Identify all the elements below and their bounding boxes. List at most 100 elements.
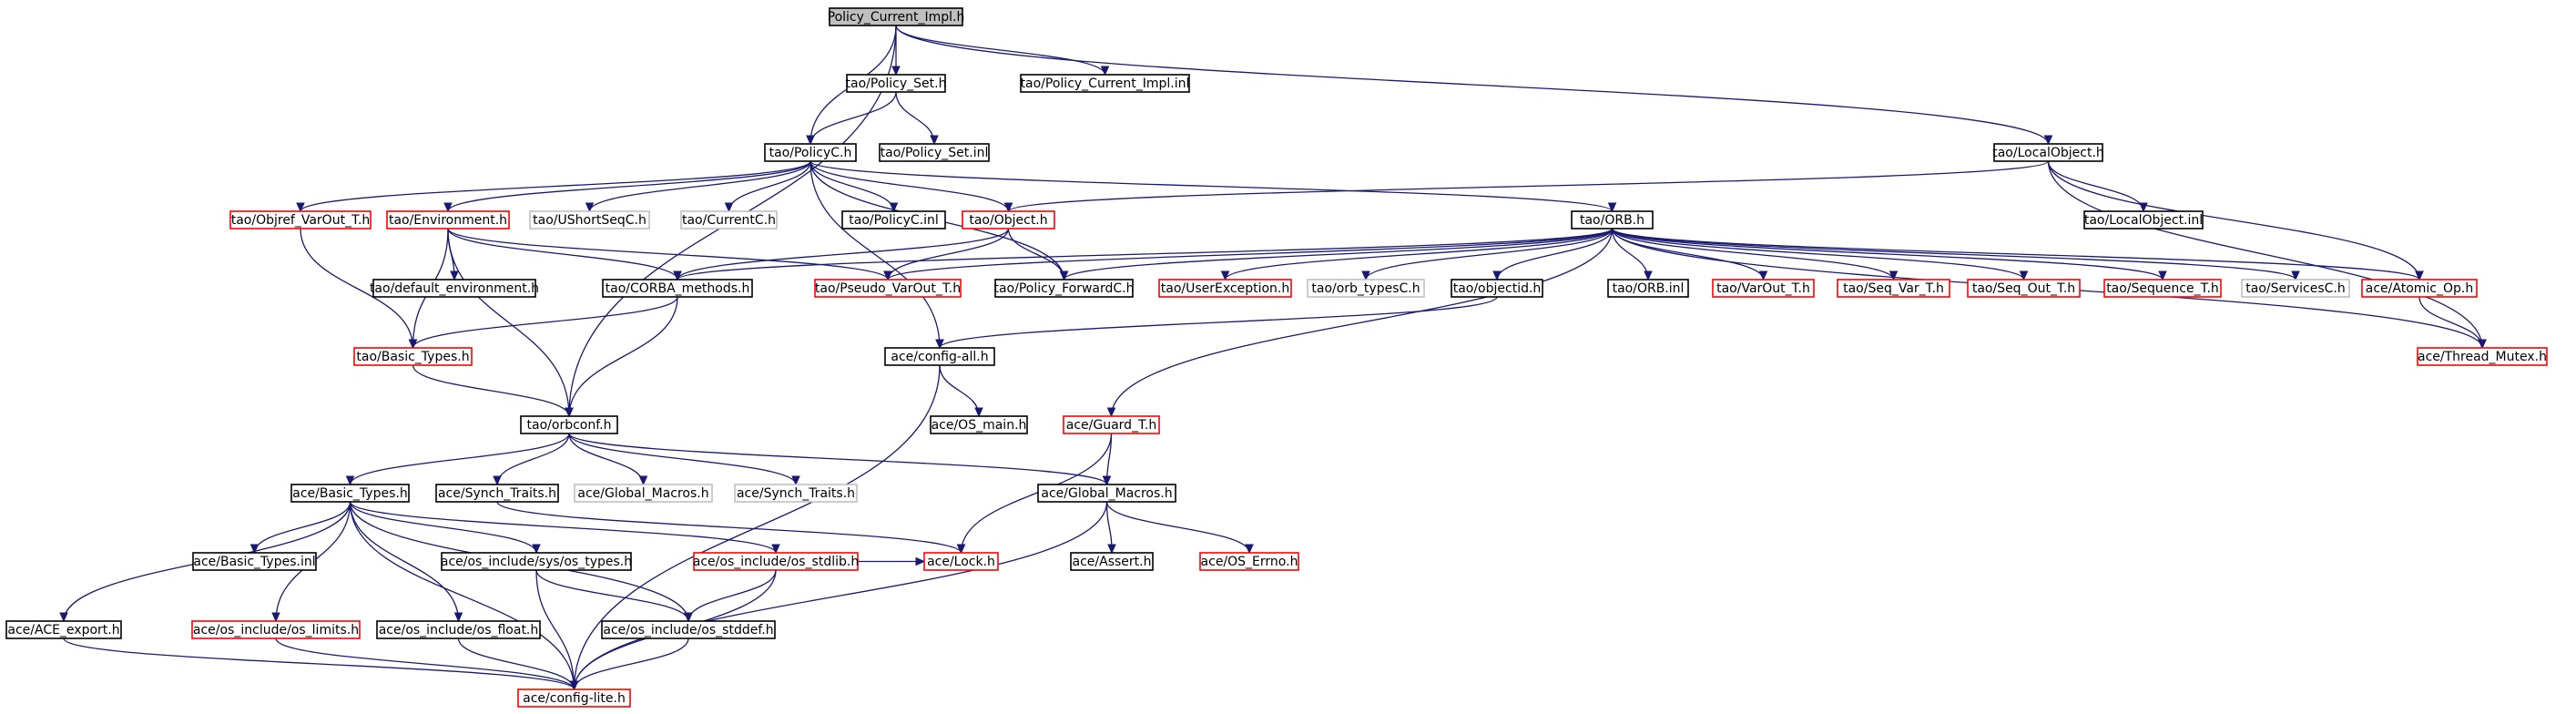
node-box[interactable] — [930, 415, 1028, 434]
node-box[interactable] — [884, 347, 995, 366]
node-box[interactable] — [191, 620, 361, 639]
node-sequence_t_h[interactable]: tao/Sequence_T.h — [2103, 279, 2222, 298]
node-box[interactable] — [2361, 279, 2478, 298]
node-lock_h[interactable]: ace/Lock.h — [923, 552, 999, 571]
node-ushortseqc_h[interactable]: tao/UShortSeqC.h — [529, 210, 650, 230]
node-box[interactable] — [353, 347, 473, 366]
node-box[interactable] — [846, 74, 946, 93]
node-box[interactable] — [994, 279, 1134, 298]
node-policy_set_inl[interactable]: tao/Policy_Set.inl — [879, 143, 990, 162]
node-os_main_h[interactable]: ace/OS_main.h — [930, 415, 1028, 434]
node-policy_current_impl_h[interactable]: Policy_Current_Impl.h — [828, 7, 965, 26]
node-box[interactable] — [693, 552, 859, 571]
node-box[interactable] — [192, 552, 317, 571]
node-tao_basic_types_h[interactable]: tao/Basic_Types.h — [353, 347, 473, 366]
node-policy_current_impl_inl[interactable]: tao/Policy_Current_Impl.inl — [1020, 74, 1190, 93]
node-policyc_inl[interactable]: tao/PolicyC.inl — [841, 210, 946, 230]
node-box[interactable] — [574, 484, 713, 503]
node-localobject_h[interactable]: tao/LocalObject.h — [1992, 143, 2104, 162]
node-box[interactable] — [1020, 74, 1190, 93]
node-box[interactable] — [1063, 415, 1160, 434]
node-box[interactable] — [1712, 279, 1815, 298]
node-box[interactable] — [1199, 552, 1299, 571]
node-box[interactable] — [520, 415, 618, 434]
node-box[interactable] — [814, 279, 962, 298]
node-box[interactable] — [1993, 143, 2103, 162]
node-box[interactable] — [1451, 279, 1543, 298]
node-userexception_h[interactable]: tao/UserException.h — [1158, 279, 1292, 298]
node-box[interactable] — [517, 688, 631, 708]
node-localobject_inl[interactable]: tao/LocalObject.inl — [2083, 210, 2204, 230]
node-box[interactable] — [841, 210, 946, 230]
node-box[interactable] — [764, 143, 857, 162]
node-currentc_h[interactable]: tao/CurrentC.h — [680, 210, 778, 230]
node-synch_traits_h_ext[interactable]: ace/Synch_Traits.h — [734, 484, 858, 503]
node-os_types_h[interactable]: ace/os_include/sys/os_types.h — [441, 552, 632, 571]
node-box[interactable] — [1070, 552, 1154, 571]
node-object_h[interactable]: tao/Object.h — [962, 210, 1055, 230]
node-ace_basic_types_h[interactable]: ace/Basic_Types.h — [290, 484, 410, 503]
node-box[interactable] — [386, 210, 510, 230]
node-box[interactable] — [376, 620, 541, 639]
node-pseudo_varout_t_h[interactable]: tao/Pseudo_VarOut_T.h — [814, 279, 962, 298]
node-box[interactable] — [1607, 279, 1689, 298]
node-box[interactable] — [5, 620, 122, 639]
node-box[interactable] — [529, 210, 650, 230]
node-os_stddef_h[interactable]: ace/os_include/os_stddef.h — [601, 620, 776, 639]
node-box[interactable] — [1571, 210, 1654, 230]
node-box[interactable] — [2083, 210, 2204, 230]
node-servicesc_h[interactable]: tao/ServicesC.h — [2241, 279, 2350, 298]
node-default_environment_h[interactable]: tao/default_environment.h — [370, 279, 539, 298]
node-box[interactable] — [879, 143, 990, 162]
node-box[interactable] — [1307, 279, 1425, 298]
node-box[interactable] — [962, 210, 1055, 230]
node-environment_h[interactable]: tao/Environment.h — [386, 210, 510, 230]
node-box[interactable] — [734, 484, 858, 503]
node-global_macros_h[interactable]: ace/Global_Macros.h — [1037, 484, 1176, 503]
node-orbconf_h[interactable]: tao/orbconf.h — [520, 415, 618, 434]
node-box[interactable] — [441, 552, 632, 571]
node-config_lite_h[interactable]: ace/config-lite.h — [517, 688, 631, 708]
node-policyc_h[interactable]: tao/PolicyC.h — [764, 143, 857, 162]
node-box[interactable] — [2417, 347, 2548, 366]
node-box[interactable] — [602, 279, 753, 298]
node-box[interactable] — [1158, 279, 1292, 298]
node-os_float_h[interactable]: ace/os_include/os_float.h — [376, 620, 541, 639]
node-os_limits_h[interactable]: ace/os_include/os_limits.h — [191, 620, 361, 639]
node-orb_h[interactable]: tao/ORB.h — [1571, 210, 1654, 230]
node-varout_t_h[interactable]: tao/VarOut_T.h — [1712, 279, 1815, 298]
node-orb_typesc_h[interactable]: tao/orb_typesC.h — [1307, 279, 1425, 298]
node-box[interactable] — [1837, 279, 1950, 298]
node-global_macros_h_ext[interactable]: ace/Global_Macros.h — [574, 484, 713, 503]
node-policy_set_h[interactable]: tao/Policy_Set.h — [846, 74, 947, 93]
node-box[interactable] — [1967, 279, 2081, 298]
node-basic_types_inl[interactable]: ace/Basic_Types.inl — [192, 552, 317, 571]
node-os_errno_h[interactable]: ace/OS_Errno.h — [1199, 552, 1299, 571]
node-guard_t_h[interactable]: ace/Guard_T.h — [1063, 415, 1160, 434]
node-box[interactable] — [372, 279, 536, 298]
node-ace_export_h[interactable]: ace/ACE_export.h — [5, 620, 122, 639]
node-atomic_op_h[interactable]: ace/Atomic_Op.h — [2361, 279, 2478, 298]
node-box[interactable] — [435, 484, 559, 503]
node-box[interactable] — [1037, 484, 1176, 503]
node-thread_mutex_h[interactable]: ace/Thread_Mutex.h — [2417, 347, 2548, 366]
node-box[interactable] — [923, 552, 999, 571]
node-synch_traits_h[interactable]: ace/Synch_Traits.h — [435, 484, 559, 503]
node-seq_out_t_h[interactable]: tao/Seq_Out_T.h — [1967, 279, 2081, 298]
node-os_stdlib_h[interactable]: ace/os_include/os_stdlib.h — [693, 552, 859, 571]
node-box[interactable] — [829, 7, 963, 26]
node-box[interactable] — [290, 484, 410, 503]
node-seq_var_t_h[interactable]: tao/Seq_Var_T.h — [1837, 279, 1950, 298]
node-box[interactable] — [601, 620, 776, 639]
node-policy_forwardc_h[interactable]: tao/Policy_ForwardC.h — [993, 279, 1135, 298]
node-config_all_h[interactable]: ace/config-all.h — [884, 347, 995, 366]
node-box[interactable] — [680, 210, 778, 230]
node-box[interactable] — [2241, 279, 2350, 298]
node-box[interactable] — [2103, 279, 2222, 298]
node-objectid_h[interactable]: tao/objectid.h — [1451, 279, 1543, 298]
node-box[interactable] — [229, 210, 372, 230]
node-corba_methods_h[interactable]: tao/CORBA_methods.h — [602, 279, 753, 298]
node-objref_varout_t_h[interactable]: tao/Objref_VarOut_T.h — [229, 210, 372, 230]
node-orb_inl[interactable]: tao/ORB.inl — [1607, 279, 1689, 298]
node-assert_h[interactable]: ace/Assert.h — [1070, 552, 1154, 571]
